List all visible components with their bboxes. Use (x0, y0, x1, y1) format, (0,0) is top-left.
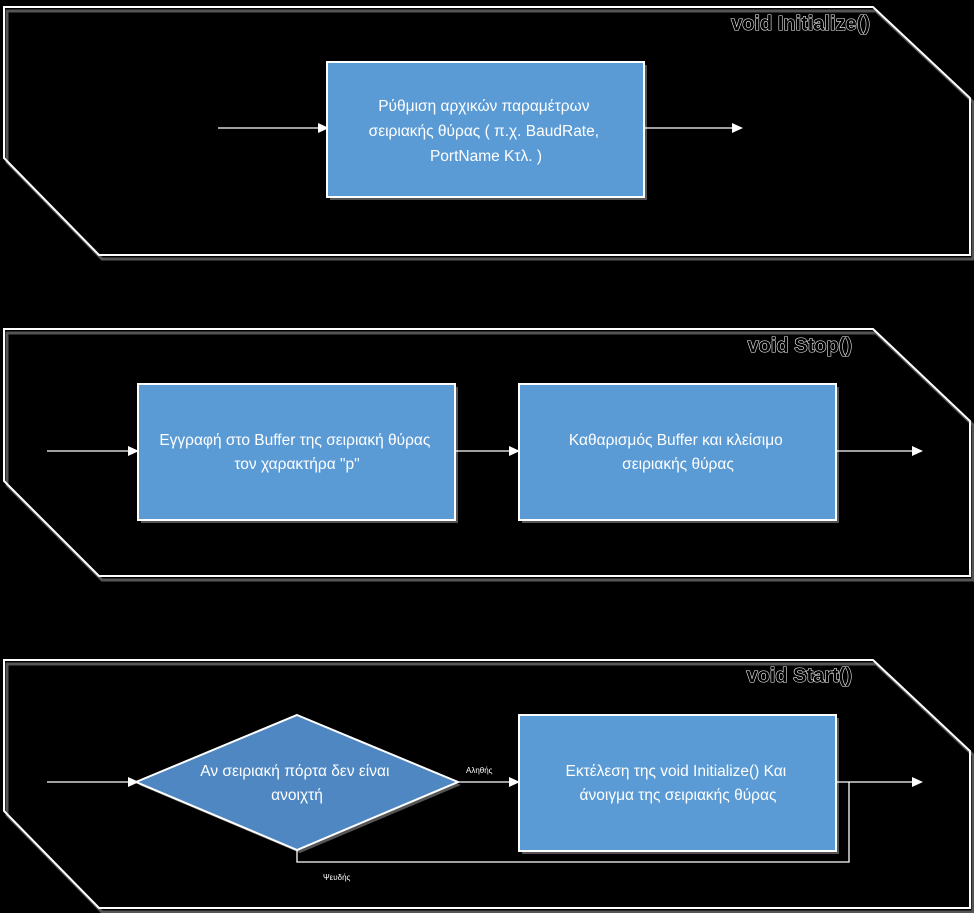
flow-start-false (296, 782, 850, 863)
edge-label-true: Αληθής (466, 766, 493, 775)
box-write-buffer (137, 383, 456, 521)
decision-port-not-open (133, 713, 461, 852)
frame-start-border (3, 659, 971, 909)
frame-initialize-title: void Initialize() (731, 13, 870, 35)
frame-start: void Start() Αν σειριακή πόρτα δεν είναι… (3, 659, 974, 913)
arrowhead-stop-in (128, 446, 139, 456)
box-run-initialize-open (518, 714, 837, 852)
frame-stop-title: void Stop() (748, 335, 852, 357)
frame-initialize-border (3, 6, 971, 256)
box-clear-buffer-close (518, 383, 837, 521)
box-run-initialize-open-text: Εκτέλεση της void Initialize() Και άνοιγ… (565, 763, 790, 804)
decision-port-not-open-text: Αν σειριακή πόρτα δεν είναι ανοιχτή (200, 763, 393, 804)
box-write-buffer-text: Εγγραφή στο Buffer της σειριακή θύρας το… (159, 432, 434, 473)
arrowhead-start-true (509, 777, 520, 787)
box-clear-buffer-close-text: Καθαρισμός Buffer και κλείσιμο σειριακής… (569, 432, 787, 473)
frame-start-title: void Start() (746, 665, 852, 687)
arrowhead-stop-out (912, 446, 923, 456)
arrowhead-stop-middle (509, 446, 520, 456)
arrowhead-initialize-out (732, 123, 743, 133)
frame-stop-border (3, 328, 971, 577)
box-set-initial-parameters (326, 61, 645, 198)
edge-label-false: Ψευδής (323, 873, 351, 882)
frame-initialize: void Initialize() Ρύθμιση αρχικών παραμέ… (3, 6, 974, 261)
arrowhead-start-out (912, 777, 923, 787)
box-set-initial-parameters-text: Ρύθμιση αρχικών παραμέτρων σειριακής θύρ… (369, 98, 604, 165)
frame-stop: void Stop() Εγγραφή στο Buffer της σειρι… (3, 328, 974, 582)
arrowhead-initialize-in (318, 123, 329, 133)
